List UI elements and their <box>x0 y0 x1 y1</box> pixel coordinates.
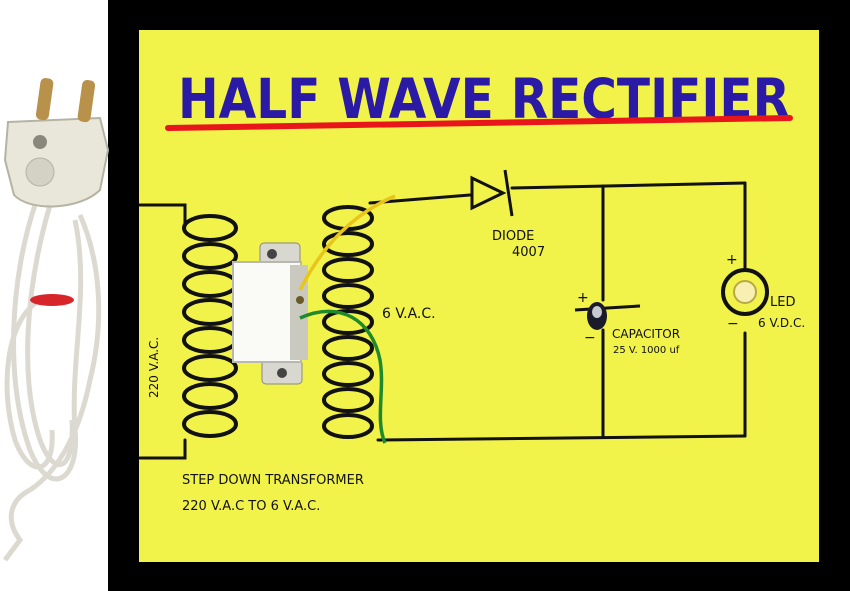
primary-voltage-label: 220 V.A.C. <box>147 337 161 398</box>
transformer-ratio-label: 220 V.A.C TO 6 V.A.C. <box>182 499 320 514</box>
diode-label: DIODE <box>492 229 534 244</box>
led-label: LED <box>770 295 795 310</box>
capacitor-label: CAPACITOR <box>612 327 680 341</box>
led-minus: − <box>727 316 739 332</box>
green-wire <box>299 309 387 444</box>
yellow-wire <box>298 194 396 291</box>
capacitor-component <box>574 302 641 330</box>
secondary-coil <box>322 205 374 439</box>
diode-symbol <box>470 169 514 217</box>
capacitor-rating-label: 25 V. 1000 uf <box>613 345 680 356</box>
power-plug <box>3 78 110 562</box>
secondary-voltage-label: 6 V.A.C. <box>382 306 436 322</box>
diode-code-label: 4007 <box>512 245 545 260</box>
led-plus: + <box>726 252 738 268</box>
capacitor-minus: − <box>584 330 596 346</box>
led-component <box>721 268 769 316</box>
primary-coil <box>182 214 238 438</box>
circuit-wires <box>138 181 747 460</box>
transformer-label: STEP DOWN TRANSFORMER <box>182 473 364 488</box>
capacitor-plus: + <box>577 290 589 306</box>
red-cable-tie <box>30 294 74 306</box>
led-rating-label: 6 V.D.C. <box>758 316 805 330</box>
transformer-component <box>232 242 308 385</box>
title-underline <box>165 115 793 131</box>
